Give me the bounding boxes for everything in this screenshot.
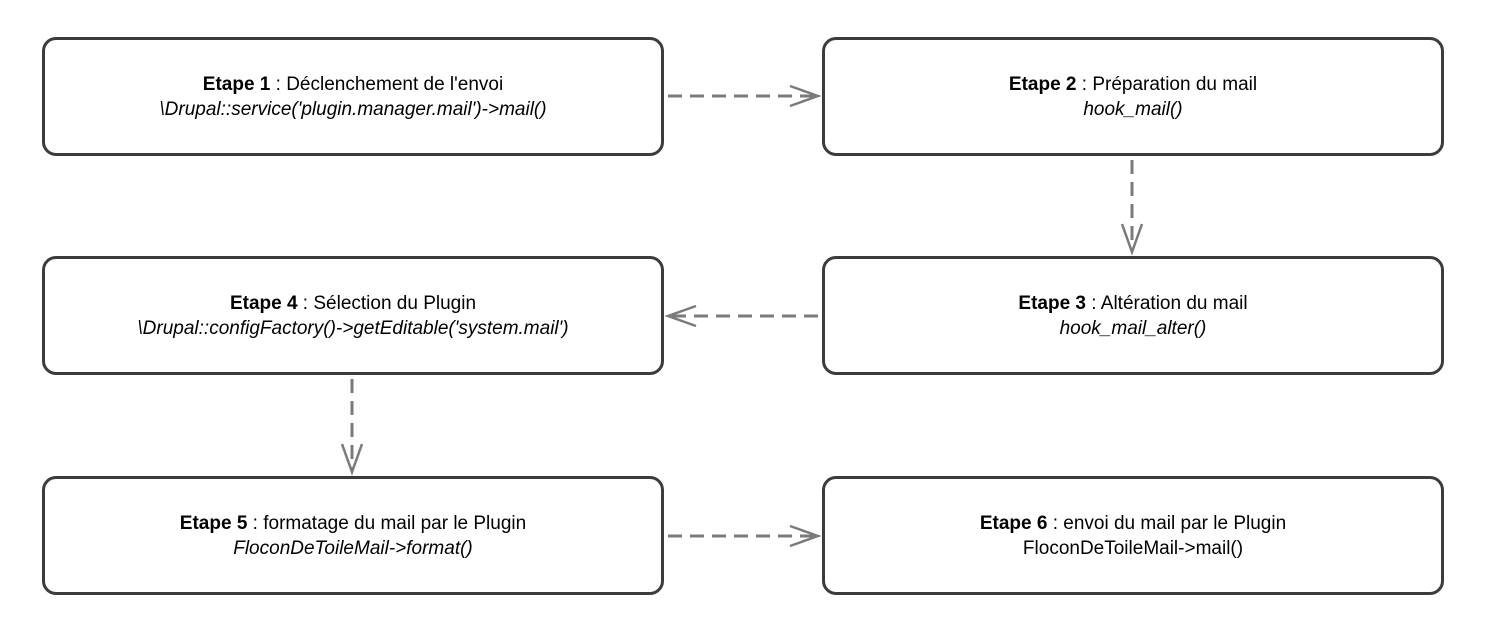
step-6-label: Etape 6 — [979, 512, 1048, 534]
step-1-box: Etape 1 : Déclenchement de l'envoi \Drup… — [42, 37, 664, 156]
step-3-title-text: : Altération du mail — [1086, 292, 1248, 314]
step-2-title-text: : Préparation du mail — [1076, 73, 1258, 95]
step-1-label: Etape 1 — [202, 73, 271, 95]
step-5-label: Etape 5 — [179, 512, 248, 534]
step-6-title-text: : envoi du mail par le Plugin — [1047, 512, 1287, 534]
step-4-code: \Drupal::configFactory()->getEditable('s… — [137, 317, 569, 339]
step-5-code: FloconDeToileMail->format() — [233, 537, 473, 559]
step-4-title: Etape 4 : Sélection du Plugin — [230, 291, 476, 316]
step-2-code: hook_mail() — [1083, 98, 1183, 120]
step-5-title: Etape 5 : formatage du mail par le Plugi… — [180, 511, 526, 536]
step-4-title-text: : Sélection du Plugin — [297, 292, 477, 314]
arrow-step2-to-step3 — [1120, 160, 1144, 256]
step-6-code: FloconDeToileMail->mail() — [1022, 537, 1244, 559]
step-6-box: Etape 6 : envoi du mail par le Plugin Fl… — [822, 476, 1444, 595]
step-2-box: Etape 2 : Préparation du mail hook_mail(… — [822, 37, 1444, 156]
step-3-label: Etape 3 — [1018, 292, 1086, 314]
step-1-title-text: : Déclenchement de l'envoi — [270, 73, 504, 95]
step-4-box: Etape 4 : Sélection du Plugin \Drupal::c… — [42, 256, 664, 375]
step-3-title: Etape 3 : Altération du mail — [1018, 291, 1247, 316]
step-2-label: Etape 2 — [1008, 73, 1077, 95]
arrow-step1-to-step2 — [668, 84, 822, 108]
step-2-title: Etape 2 : Préparation du mail — [1009, 72, 1257, 97]
arrow-step5-to-step6 — [668, 524, 822, 548]
arrow-step4-to-step5 — [340, 379, 364, 476]
step-4-label: Etape 4 — [229, 292, 298, 314]
step-1-code: \Drupal::service('plugin.manager.mail')-… — [159, 98, 547, 120]
step-5-box: Etape 5 : formatage du mail par le Plugi… — [42, 476, 664, 595]
step-5-title-text: : formatage du mail par le Plugin — [247, 512, 527, 534]
arrow-step3-to-step4 — [664, 304, 818, 328]
step-3-code: hook_mail_alter() — [1059, 317, 1207, 339]
step-3-box: Etape 3 : Altération du mail hook_mail_a… — [822, 256, 1444, 375]
step-6-title: Etape 6 : envoi du mail par le Plugin — [980, 511, 1286, 536]
step-1-title: Etape 1 : Déclenchement de l'envoi — [203, 72, 503, 97]
